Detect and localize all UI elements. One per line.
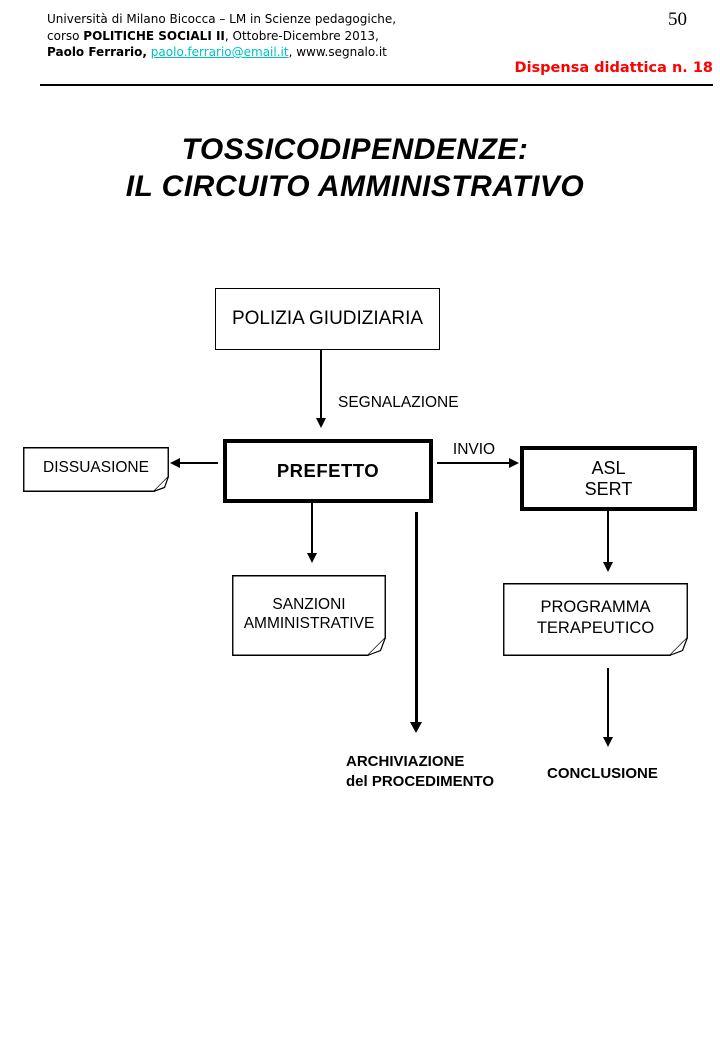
arrow-to-sanzioni-shaft — [311, 503, 313, 555]
node-prefetto-label: PREFETTO — [276, 460, 380, 481]
node-programma-label: PROGRAMMA TERAPEUTICO — [503, 583, 688, 652]
header-divider — [40, 84, 713, 86]
node-sanzioni-line2: AMMINISTRATIVE — [243, 614, 375, 632]
node-sanzioni-label: SANZIONI AMMINISTRATIVE — [232, 575, 386, 652]
arrow-to-conclusione-head — [603, 737, 613, 747]
outcome-archiviazione: ARCHIVIAZIONE del PROCEDIMENTO — [346, 752, 494, 792]
arrow-invio-head — [509, 458, 519, 468]
node-sanzioni-amministrative: SANZIONI AMMINISTRATIVE — [232, 575, 386, 656]
header-course-info: Università di Milano Bicocca – LM in Sci… — [47, 11, 396, 61]
outcome-archiviazione-line2: del PROCEDIMENTO — [346, 773, 495, 790]
node-asl-line1: ASL — [591, 457, 626, 478]
author-name: Paolo Ferrario, — [47, 45, 147, 59]
node-programma-line2: TERAPEUTICO — [536, 618, 655, 637]
website-text: , www.segnalo.it — [288, 45, 387, 59]
folded-note-shape — [503, 583, 688, 656]
arrow-invio-shaft — [437, 462, 510, 464]
header-line-2: corso POLITICHE SOCIALI II, Ottobre-Dice… — [47, 28, 396, 45]
arrow-to-archiviazione-shaft — [415, 512, 418, 724]
arrow-to-programma-shaft — [607, 511, 609, 564]
header-line-1: Università di Milano Bicocca – LM in Sci… — [47, 11, 396, 28]
folded-note-shape — [23, 447, 169, 492]
page-title-line-2: IL CIRCUITO AMMINISTRATIVO — [125, 170, 585, 203]
node-prefetto: PREFETTO — [223, 439, 433, 503]
course-name: POLITICHE SOCIALI II — [83, 28, 225, 43]
university-name: Università di Milano Bicocca – LM in Sci… — [47, 12, 397, 26]
course-dates: , Ottobre-Dicembre 2013, — [224, 28, 379, 43]
node-asl-line2: SERT — [584, 478, 633, 499]
node-dissuasione: DISSUASIONE — [23, 447, 169, 492]
dispensa-label: Dispensa didattica n. 18 — [514, 60, 713, 76]
page-title: TOSSICODIPENDENZE: IL CIRCUITO AMMINISTR… — [0, 131, 710, 205]
edge-label-invio: INVIO — [452, 441, 496, 458]
arrow-to-dissuasione-head — [170, 458, 180, 468]
edge-label-segnalazione: SEGNALAZIONE — [338, 394, 459, 411]
node-sanzioni-line1: SANZIONI — [272, 595, 346, 613]
header-line-3: Paolo Ferrario, paolo.ferrario@email.it,… — [47, 44, 396, 61]
outcome-archiviazione-line1: ARCHIVIAZIONE — [346, 753, 465, 770]
node-dissuasione-label: DISSUASIONE — [43, 459, 149, 476]
node-polizia-giudiziaria: POLIZIA GIUDIZIARIA — [215, 288, 440, 350]
arrow-to-dissuasione-shaft — [178, 462, 218, 464]
outcome-conclusione: CONCLUSIONE — [547, 765, 658, 782]
node-polizia-label: POLIZIA GIUDIZIARIA — [231, 308, 424, 329]
arrow-to-sanzioni-head — [307, 553, 317, 563]
node-asl-sert: ASL SERT — [520, 446, 697, 511]
arrow-to-programma-head — [603, 562, 613, 572]
arrow-segnalazione-shaft — [320, 350, 322, 420]
page-number: 50 — [668, 9, 687, 30]
page-title-line-1: TOSSICODIPENDENZE: — [181, 133, 529, 166]
folded-note-shape — [232, 575, 386, 656]
node-programma-terapeutico: PROGRAMMA TERAPEUTICO — [503, 583, 688, 656]
course-prefix: corso — [47, 28, 84, 43]
node-programma-line1: PROGRAMMA — [540, 597, 651, 616]
node-asl-label: ASL SERT — [585, 458, 633, 500]
arrow-to-conclusione-shaft — [607, 668, 609, 739]
email-link[interactable]: paolo.ferrario@email.it — [150, 45, 289, 59]
arrow-to-archiviazione-head — [410, 722, 422, 733]
arrow-segnalazione-head — [316, 418, 326, 428]
